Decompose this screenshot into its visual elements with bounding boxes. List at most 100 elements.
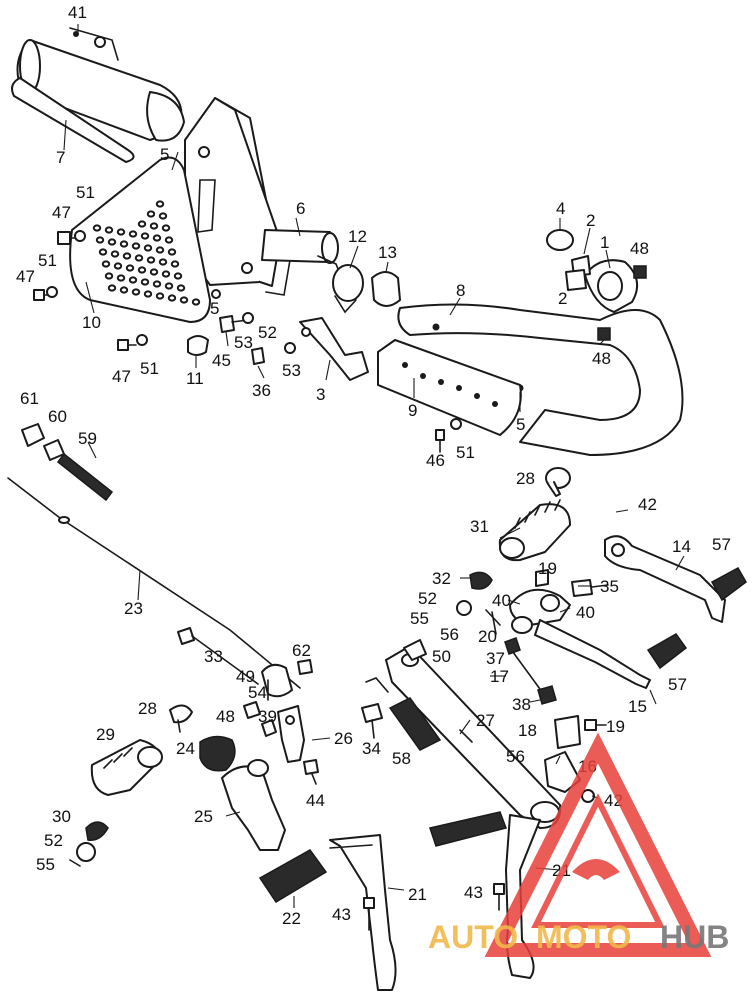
callout: 44	[306, 791, 325, 810]
callout: 28	[516, 469, 535, 488]
callout: 5	[516, 415, 525, 434]
callout: 51	[140, 359, 159, 378]
callout: 42	[638, 495, 657, 514]
callout: 8	[456, 281, 465, 300]
shield-perforation	[173, 272, 183, 280]
shield-perforation	[137, 220, 147, 228]
callout: 47	[16, 267, 35, 286]
callout: 51	[38, 251, 57, 270]
shield-perforation	[98, 248, 108, 256]
watermark-hub: HUB	[660, 919, 729, 955]
shield-perforation	[134, 254, 144, 262]
callout: 29	[96, 725, 115, 744]
shield-perforation	[137, 266, 147, 274]
callout: 28	[138, 699, 157, 718]
shield-perforation	[92, 224, 102, 232]
callout: 18	[518, 721, 537, 740]
callout: 10	[82, 313, 101, 332]
callout: 41	[68, 3, 87, 22]
callout: 45	[212, 351, 231, 370]
brake-pedal-arm	[534, 619, 688, 689]
shield-perforation	[110, 250, 120, 258]
flange-nut	[597, 265, 647, 341]
callout: 35	[600, 577, 619, 596]
shield-perforation	[143, 290, 153, 298]
footpeg-pin	[545, 467, 571, 497]
shield-perforation	[116, 228, 126, 236]
callout: 21	[408, 885, 427, 904]
brake-arm-26	[277, 705, 305, 763]
brake-pedal-left	[221, 759, 286, 851]
shift-rubber	[710, 566, 747, 602]
callout: 40	[492, 591, 511, 610]
watermark-logo	[484, 732, 712, 957]
shield-perforation	[122, 252, 132, 260]
callout-labels: 41 7 5 51 47 51 47 10 6 12 13 4 2 1 48 2…	[16, 3, 731, 928]
stay-bracket	[299, 317, 369, 381]
footpeg-right	[498, 499, 571, 562]
gasket	[546, 229, 574, 251]
shield-perforation	[125, 264, 135, 272]
callout: 48	[216, 707, 235, 726]
callout: 48	[592, 349, 611, 368]
callout: 15	[628, 697, 647, 716]
shield-perforation	[95, 236, 105, 244]
callout: 39	[258, 707, 277, 726]
footpeg-left-pin	[169, 704, 193, 733]
shield-perforation	[113, 262, 123, 270]
callout: 3	[316, 385, 325, 404]
shield-perforation	[161, 224, 171, 232]
callout: 9	[408, 401, 417, 420]
shield-perforation	[152, 234, 162, 242]
shield-perforation	[176, 284, 186, 292]
stand-bolt	[361, 677, 389, 739]
callout: 32	[432, 569, 451, 588]
callout: 37	[486, 649, 505, 668]
callout: 52	[418, 589, 437, 608]
callout: 54	[248, 683, 267, 702]
brake-rod	[7, 477, 301, 689]
callout: 60	[48, 407, 67, 426]
shield-perforation	[119, 286, 129, 294]
callout: 53	[282, 361, 301, 380]
small-bolt	[243, 701, 319, 785]
clamp	[332, 264, 364, 314]
callout: 22	[282, 909, 301, 928]
shield-perforation	[191, 298, 201, 306]
side-stand	[329, 834, 397, 991]
callout: 4	[556, 199, 565, 218]
return-spring	[199, 735, 236, 772]
watermark-auto: AUTO	[428, 919, 518, 955]
shield-perforation	[158, 212, 168, 220]
callout: 38	[512, 695, 531, 714]
shield-perforation	[155, 200, 165, 208]
shield-perforation	[143, 244, 153, 252]
shield-perforation	[164, 282, 174, 290]
adjust-rod	[504, 637, 557, 705]
callout: 23	[124, 599, 143, 618]
callout: 20	[478, 627, 497, 646]
callout: 59	[78, 429, 97, 448]
bolt	[33, 231, 445, 453]
footpeg-spring	[85, 821, 109, 841]
callout: 33	[204, 647, 223, 666]
callout: 31	[470, 517, 489, 536]
collar	[371, 271, 401, 307]
shield-perforation	[167, 294, 177, 302]
callout: 30	[52, 807, 71, 826]
cotter-pin	[69, 859, 81, 867]
footpeg-washer	[76, 842, 96, 862]
shield-perforation	[131, 288, 141, 296]
shield-perforation	[128, 230, 138, 238]
pipe-mount	[261, 229, 341, 275]
shield-perforation	[149, 222, 159, 230]
stand-spring	[388, 697, 442, 751]
pivot-pin-parts	[21, 423, 114, 502]
shield-perforation	[128, 276, 138, 284]
pedal-rubber	[258, 849, 328, 904]
callout: 52	[44, 831, 63, 850]
shield-perforation	[164, 236, 174, 244]
stand-foot-21	[429, 811, 541, 979]
shield-perforation	[104, 272, 114, 280]
